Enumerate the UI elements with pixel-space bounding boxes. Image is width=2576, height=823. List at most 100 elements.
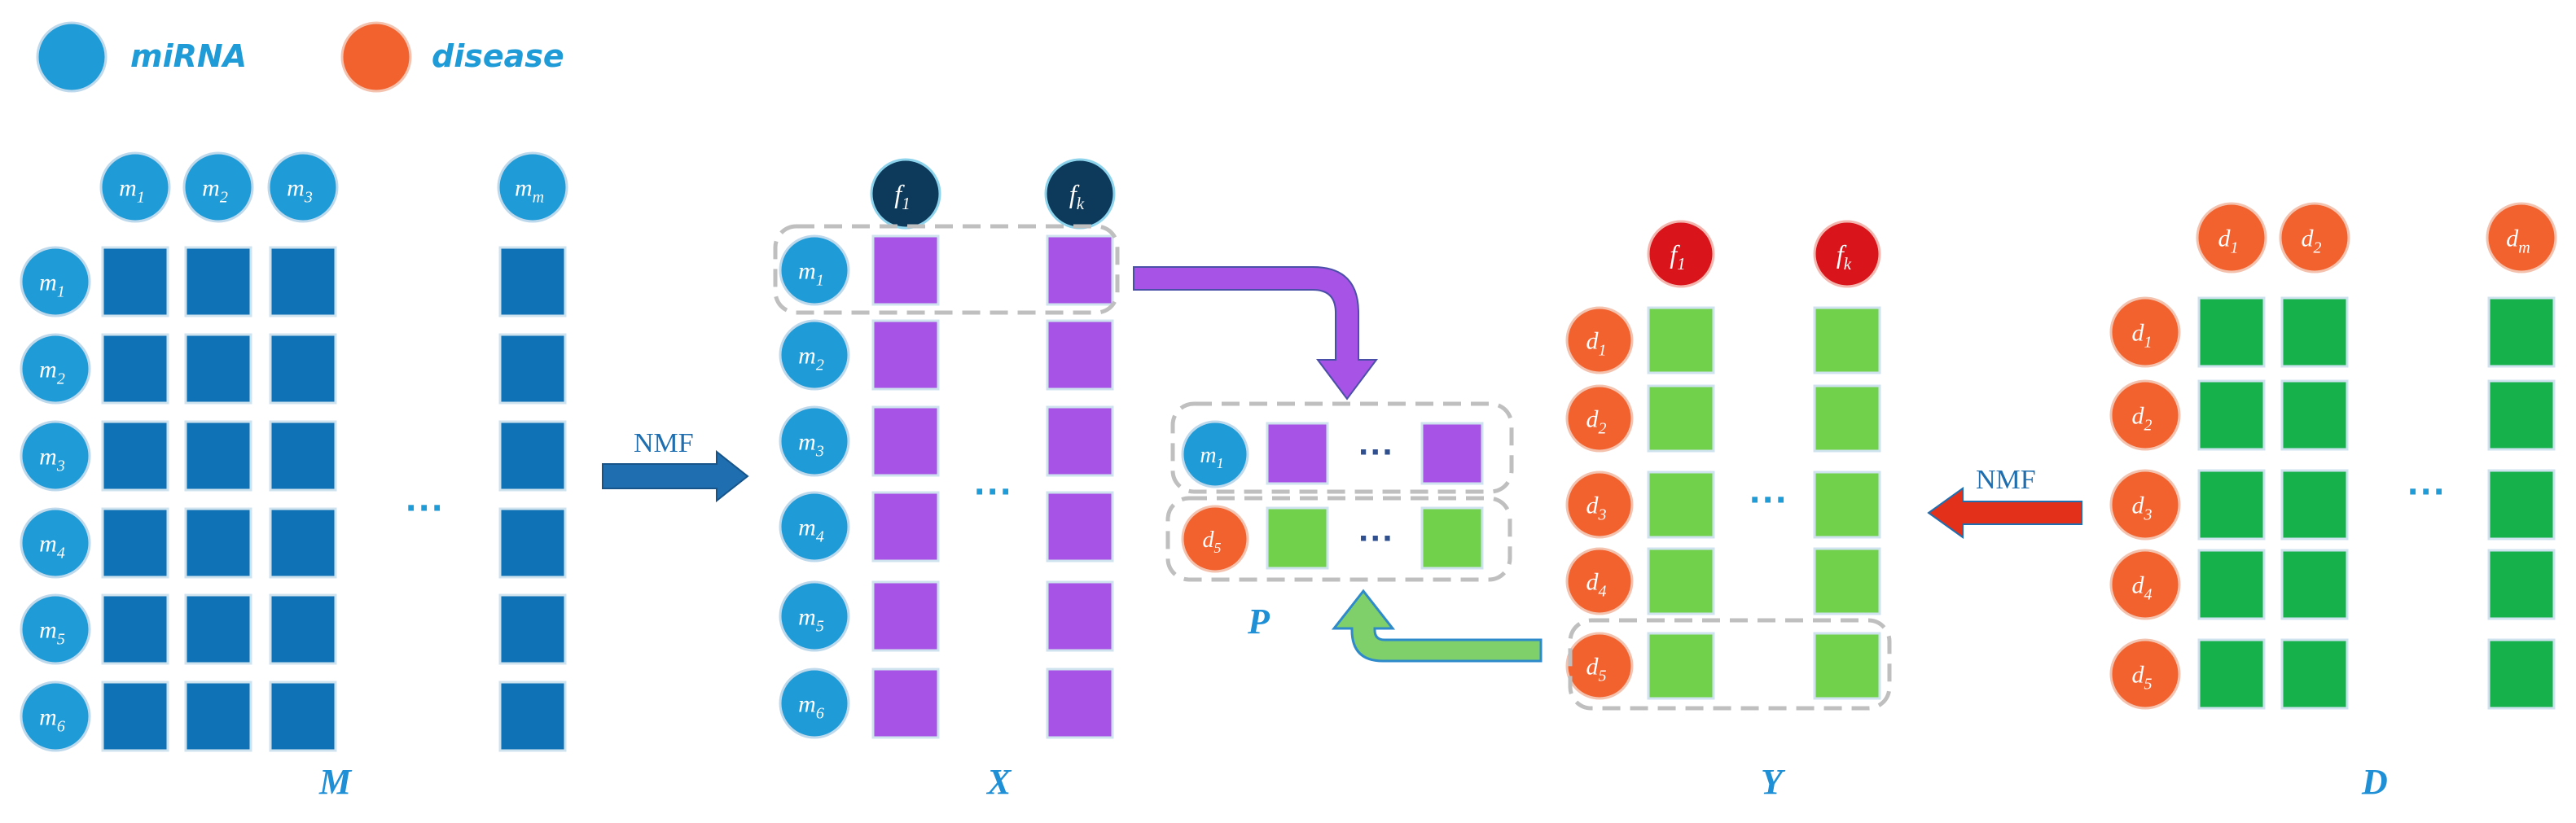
Y-row-node-3-circle <box>1565 471 1634 539</box>
Y-row-node-1-circle <box>1565 306 1634 374</box>
M-cell-r1-c1 <box>101 246 169 317</box>
X-row-m1-highlight <box>773 224 1120 315</box>
Y-row-d5-highlight <box>1568 618 1892 711</box>
X-cell-r1-c1 <box>871 234 940 306</box>
Y-cell-r5-c1 <box>1647 632 1715 700</box>
D-row-node-2: d2 <box>2109 379 2181 451</box>
X-cell-r5-c2 <box>1046 580 1114 652</box>
M-col-node-3-circle <box>267 151 339 223</box>
Y-row-node-5-circle <box>1565 632 1634 700</box>
D-cell-r5-c2 <box>2280 638 2349 710</box>
D-col-node-1: d1 <box>2196 202 2267 274</box>
X-cell-r4-c1 <box>871 491 940 563</box>
D-col-node-1-circle <box>2196 202 2267 274</box>
M-cell-r4-c4 <box>498 507 567 579</box>
D-cell-r3-c2 <box>2280 469 2349 541</box>
M-cell-r5-c4 <box>498 593 567 665</box>
P-cell-m1-last <box>1420 422 1484 485</box>
M-cell-r1-c3 <box>269 246 337 317</box>
X-row-node-5: m5 <box>779 580 850 652</box>
D-row-node-5-circle <box>2109 638 2181 710</box>
D-row-node-2-circle <box>2109 379 2181 451</box>
X-row-node-1: m1 <box>779 234 850 306</box>
matrix-Y-label: Y <box>1761 762 1786 802</box>
M-ellipsis: ··· <box>406 487 445 530</box>
Y-ellipsis: ··· <box>1749 479 1788 522</box>
X-cell-r6-c1 <box>871 668 940 739</box>
D-row-node-3-circle <box>2109 469 2181 541</box>
Y-cell-r4-c2 <box>1813 547 1881 615</box>
M-col-node-1-circle <box>99 151 171 223</box>
X-row-node-4-circle <box>779 491 850 563</box>
legend-disease-label: disease <box>432 38 564 74</box>
P-row-node-m1-label: m1 <box>1200 443 1223 471</box>
D-cell-r5-c3 <box>2487 638 2556 710</box>
M-cell-r6-c4 <box>498 681 567 752</box>
D-cell-r1-c2 <box>2280 296 2349 368</box>
Y-cell-r1-c1 <box>1647 306 1715 374</box>
P-row-node-d5: d5 <box>1181 505 1249 573</box>
P-cell-d5-last <box>1420 506 1484 570</box>
Y-row-node-3-label: d3 <box>1586 492 1607 524</box>
X-col-node-k: fk <box>1044 158 1116 230</box>
D-col-node-3-circle <box>2486 202 2557 274</box>
M-row-node-1-circle <box>20 246 91 317</box>
X-cell-r3-c2 <box>1046 405 1114 477</box>
matrix-P: m1···d5··· <box>1165 401 1514 582</box>
M-row-node-6-circle <box>20 681 91 752</box>
P-m1-ellipsis: ··· <box>1358 432 1394 472</box>
X-row-node-2-circle <box>779 319 850 391</box>
M-row-node-2: m2 <box>20 333 91 405</box>
M-cell-r4-c2 <box>184 507 252 579</box>
Y-cell-r2-c2 <box>1813 384 1881 453</box>
M-row-node-4-circle <box>20 507 91 579</box>
M-cell-r6-c3 <box>269 681 337 752</box>
Y-cell-r2-c1 <box>1647 384 1715 453</box>
X-cell-r6-c2 <box>1046 668 1114 739</box>
nmf-arrow-left: NMF <box>602 428 749 503</box>
green-arrow <box>1331 589 1543 663</box>
M-cell-r5-c2 <box>184 593 252 665</box>
M-cell-r5-c1 <box>101 593 169 665</box>
Y-col-node-1-circle <box>1647 220 1715 288</box>
P-cell-d5-first <box>1266 506 1329 570</box>
Y-col-node-k: fk <box>1813 220 1881 288</box>
M-col-node-3: m3 <box>267 151 339 223</box>
M-cell-r2-c2 <box>184 333 252 405</box>
D-cell-r4-c2 <box>2280 549 2349 620</box>
D-cell-r5-c1 <box>2197 638 2266 710</box>
Y-cell-r1-c2 <box>1813 306 1881 374</box>
Y-cell-r4-c1 <box>1647 547 1715 615</box>
Y-row-node-5: d5 <box>1565 632 1634 700</box>
M-row-node-1: m1 <box>20 246 91 317</box>
nmf-left-label: NMF <box>634 428 694 458</box>
M-row-node-3-label: m3 <box>39 444 65 475</box>
M-cell-r2-c4 <box>498 333 567 405</box>
D-cell-r3-c1 <box>2197 469 2266 541</box>
D-cell-r1-c3 <box>2487 296 2556 368</box>
D-row-node-5: d5 <box>2109 638 2181 710</box>
P-cell-m1-first <box>1266 422 1329 485</box>
M-row-node-5-circle <box>20 593 91 665</box>
M-cell-r4-c3 <box>269 507 337 579</box>
X-row-node-6-circle <box>779 668 850 739</box>
Y-cell-r5-c2 <box>1813 632 1881 700</box>
M-cell-r4-c1 <box>101 507 169 579</box>
arrow-down-icon <box>1133 266 1378 401</box>
Y-col-node-k-circle <box>1813 220 1881 288</box>
M-cell-r2-c3 <box>269 333 337 405</box>
matrix-M-label: M <box>318 762 353 802</box>
X-cell-r2-c1 <box>871 319 940 391</box>
purple-arrow <box>1133 266 1378 401</box>
M-cell-r6-c1 <box>101 681 169 752</box>
M-cell-r3-c1 <box>101 420 169 492</box>
D-row-node-4-circle <box>2109 549 2181 620</box>
matrix-P-label: P <box>1247 602 1270 641</box>
D-row-node-1: d1 <box>2109 296 2181 368</box>
Y-cell-r3-c1 <box>1647 471 1715 539</box>
M-col-node-2-circle <box>182 151 254 223</box>
D-cell-r2-c1 <box>2197 379 2266 451</box>
M-cell-r3-c3 <box>269 420 337 492</box>
